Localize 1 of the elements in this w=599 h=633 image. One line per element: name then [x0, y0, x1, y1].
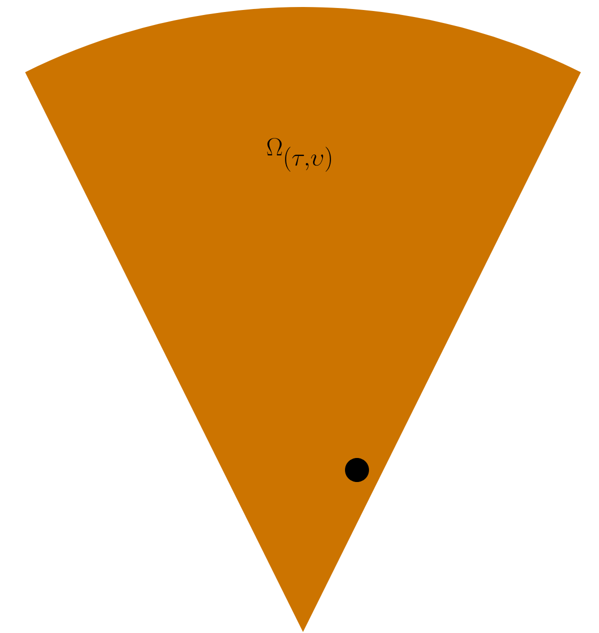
sector: $\Omega_{(\tau,\upsilon)}$ [25, 7, 581, 632]
